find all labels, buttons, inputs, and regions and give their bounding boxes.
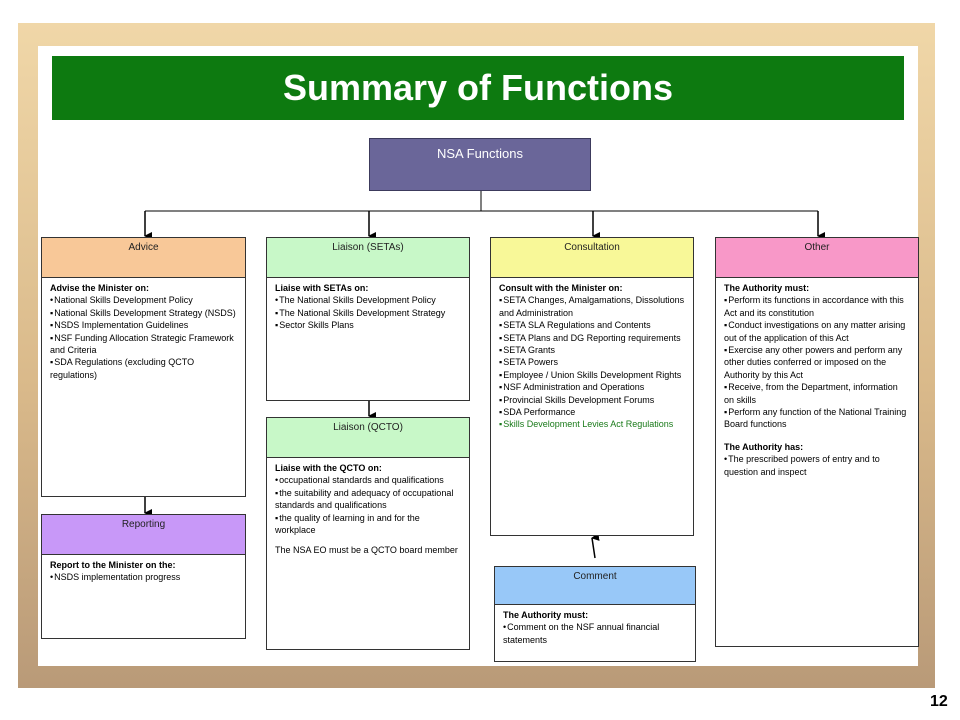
list-item: NSF Funding Allocation Strategic Framewo… <box>50 332 237 357</box>
liaison-qcto-list: occupational standards and qualification… <box>275 474 461 536</box>
liaison-qcto-lead: Liaise with the QCTO on: <box>275 463 382 473</box>
list-item: SETA Grants <box>499 344 685 356</box>
liaison-qcto-header: Liaison (QCTO) <box>267 418 469 458</box>
other-list-2: The prescribed powers of entry and to qu… <box>724 453 910 478</box>
list-item: The prescribed powers of entry and to qu… <box>724 453 910 478</box>
liaison-qcto-body: Liaise with the QCTO on: occupational st… <box>267 458 469 561</box>
list-item: SETA SLA Regulations and Contents <box>499 319 685 331</box>
advice-header: Advice <box>42 238 245 278</box>
page-title: Summary of Functions <box>52 56 904 120</box>
reporting-list: NSDS implementation progress <box>50 571 237 583</box>
comment-header: Comment <box>495 567 695 605</box>
other-lead: The Authority must: <box>724 283 810 293</box>
list-item: SDA Performance <box>499 406 685 418</box>
advice-body: Advise the Minister on: National Skills … <box>42 278 245 385</box>
reporting-box: Reporting Report to the Minister on the:… <box>41 514 246 639</box>
other-header: Other <box>716 238 918 278</box>
list-item: Comment on the NSF annual financial stat… <box>503 621 687 646</box>
list-item: Conduct investigations on any matter ari… <box>724 319 910 344</box>
root-node-nsa-functions: NSA Functions <box>369 138 591 191</box>
list-item: The National Skills Development Policy <box>275 294 461 306</box>
other-list: Perform its functions in accordance with… <box>724 294 910 430</box>
liaison-qcto-note: The NSA EO must be a QCTO board member <box>275 545 458 556</box>
liaison-setas-lead: Liaise with SETAs on: <box>275 283 369 293</box>
list-item: SETA Plans and DG Reporting requirements <box>499 332 685 344</box>
reporting-body: Report to the Minister on the: NSDS impl… <box>42 555 245 588</box>
list-item: NSDS implementation progress <box>50 571 237 583</box>
list-item: the quality of learning in and for the w… <box>275 512 461 537</box>
list-item: Skills Development Levies Act Regulation… <box>499 418 685 430</box>
comment-box: Comment The Authority must: Comment on t… <box>494 566 696 662</box>
list-item: SETA Powers <box>499 356 685 368</box>
list-item: the suitability and adequacy of occupati… <box>275 487 461 512</box>
reporting-lead: Report to the Minister on the: <box>50 560 176 570</box>
page-number: 12 <box>930 693 948 710</box>
list-item: NSF Administration and Operations <box>499 381 685 393</box>
list-item: Perform any function of the National Tra… <box>724 406 910 431</box>
consultation-box: Consultation Consult with the Minister o… <box>490 237 694 536</box>
advice-box: Advice Advise the Minister on: National … <box>41 237 246 497</box>
list-item: The National Skills Development Strategy <box>275 307 461 319</box>
list-item: National Skills Development Policy <box>50 294 237 306</box>
reporting-header: Reporting <box>42 515 245 555</box>
liaison-setas-body: Liaise with SETAs on: The National Skill… <box>267 278 469 336</box>
advice-list: National Skills Development Policy Natio… <box>50 294 237 381</box>
consultation-body: Consult with the Minister on: SETA Chang… <box>491 278 693 435</box>
advice-lead: Advise the Minister on: <box>50 283 150 293</box>
list-item: Exercise any other powers and perform an… <box>724 344 910 381</box>
other-body: The Authority must: Perform its function… <box>716 278 918 482</box>
list-item: Employee / Union Skills Development Righ… <box>499 369 685 381</box>
list-item: NSDS Implementation Guidelines <box>50 319 237 331</box>
list-item: Provincial Skills Development Forums <box>499 394 685 406</box>
consultation-header: Consultation <box>491 238 693 278</box>
consultation-list: SETA Changes, Amalgamations, Dissolution… <box>499 294 685 430</box>
list-item: SETA Changes, Amalgamations, Dissolution… <box>499 294 685 319</box>
list-item: Receive, from the Department, informatio… <box>724 381 910 406</box>
list-item: Sector Skills Plans <box>275 319 461 331</box>
list-item: occupational standards and qualification… <box>275 474 461 486</box>
other-lead-2: The Authority has: <box>724 441 804 452</box>
other-box: Other The Authority must: Perform its fu… <box>715 237 919 647</box>
list-item: National Skills Development Strategy (NS… <box>50 307 237 319</box>
liaison-setas-box: Liaison (SETAs) Liaise with SETAs on: Th… <box>266 237 470 401</box>
consultation-lead: Consult with the Minister on: <box>499 283 623 293</box>
list-item: SDA Regulations (excluding QCTO regulati… <box>50 356 237 381</box>
liaison-qcto-box: Liaison (QCTO) Liaise with the QCTO on: … <box>266 417 470 650</box>
liaison-setas-header: Liaison (SETAs) <box>267 238 469 278</box>
comment-lead: The Authority must: <box>503 610 589 620</box>
list-item: Perform its functions in accordance with… <box>724 294 910 319</box>
liaison-setas-list: The National Skills Development Policy T… <box>275 294 461 331</box>
comment-body: The Authority must: Comment on the NSF a… <box>495 605 695 650</box>
comment-list: Comment on the NSF annual financial stat… <box>503 621 687 646</box>
arrow-comment-to-consultation <box>591 533 600 559</box>
